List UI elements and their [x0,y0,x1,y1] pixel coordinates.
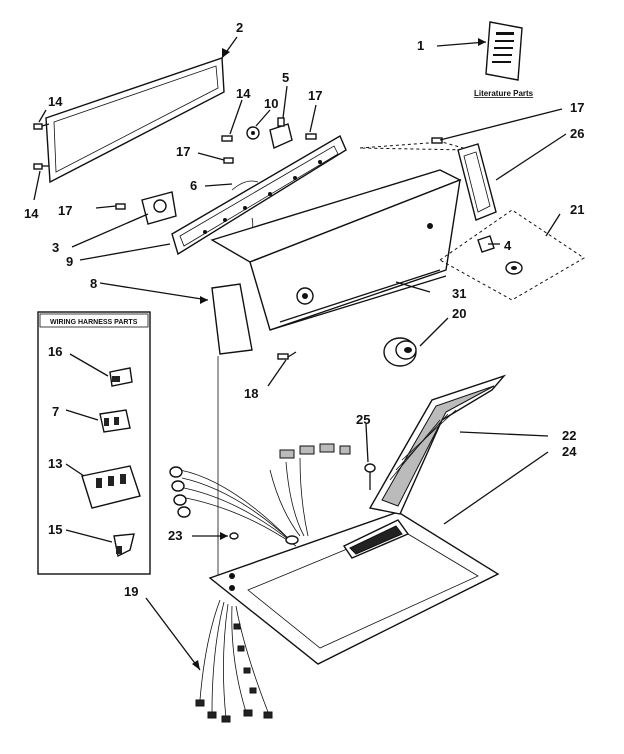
callout-14-b: 14 [236,86,251,101]
callout-31: 31 [452,286,466,301]
callout-17-c: 17 [58,203,72,218]
callout-18: 18 [244,386,258,401]
callout-26: 26 [570,126,584,141]
callout-17-d: 17 [570,100,584,115]
callout-10: 10 [264,96,278,111]
callout-2: 2 [236,20,243,35]
callout-14-c: 14 [24,206,39,221]
end-cap-right [431,137,497,221]
rear-panel [45,36,238,184]
callout-16: 16 [48,344,62,359]
screws-14 [33,109,50,201]
wiring-harness-box: WIRING HARNESS PARTS [37,311,151,575]
callout-17-b: 17 [176,144,190,159]
harness-upper [169,443,351,547]
callout-22: 22 [562,428,576,443]
timer-knob [383,337,417,367]
callout-7: 7 [52,404,59,419]
wiring-box-title: WIRING HARNESS PARTS [50,319,138,326]
callout-21: 21 [570,202,584,217]
callout-4: 4 [504,238,512,253]
lint-duct [368,374,507,515]
callout-23: 23 [168,528,182,543]
callout-numbers: 2 1 14 14 14 5 10 17 17 17 17 6 3 9 8 26… [24,20,584,599]
callout-5: 5 [282,70,289,85]
end-cap-left [99,282,253,580]
callout-3: 3 [52,240,59,255]
callout-9: 9 [66,254,73,269]
timer-parts [221,85,317,164]
callout-8: 8 [90,276,97,291]
literature-parts: Literature Parts [436,21,534,98]
callout-24: 24 [562,444,577,459]
callout-25: 25 [356,412,370,427]
callout-20: 20 [452,306,466,321]
console-housing [210,141,471,331]
push-to-start-switch [115,191,177,225]
callout-1: 1 [417,38,424,53]
leader-lines [71,108,567,540]
screw-18 [277,351,297,360]
callout-15: 15 [48,522,62,537]
dryer-top [208,511,500,665]
harness-19 [145,597,273,723]
screws-23-25 [229,463,376,540]
callout-6: 6 [190,178,197,193]
callout-13: 13 [48,456,62,471]
knob-assembly [439,209,585,301]
callout-14-a: 14 [48,94,63,109]
callout-19: 19 [124,584,138,599]
callout-17-a: 17 [308,88,322,103]
literature-label: Literature Parts [474,89,534,98]
